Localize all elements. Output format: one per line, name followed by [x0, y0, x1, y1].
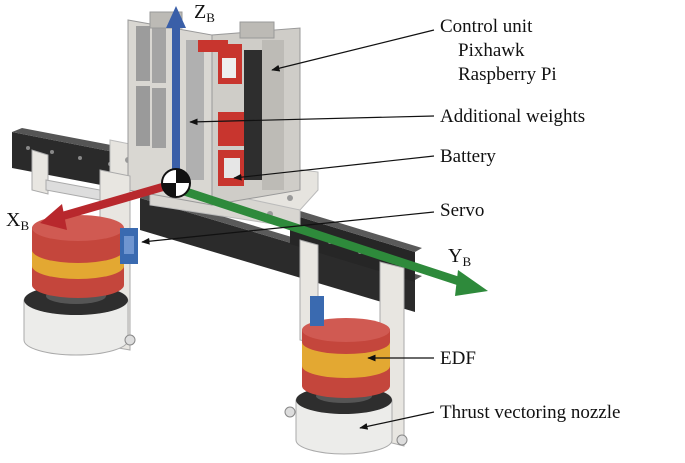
- z-axis-arrow: [166, 6, 186, 180]
- control-unit-stack: [127, 11, 301, 206]
- y-axis-label: YB: [448, 245, 471, 269]
- control-unit-label: Control unit: [440, 16, 533, 37]
- callout-lines: [141, 29, 435, 430]
- center-of-gravity-marker: [161, 168, 191, 198]
- front-frame-beam: [140, 194, 422, 312]
- x-axis-label: XB: [6, 209, 29, 233]
- right-edf-unit: [284, 296, 408, 455]
- additional-weights-label: Additional weights: [440, 106, 585, 127]
- nozzle-label: Thrust vectoring nozzle: [440, 402, 620, 423]
- pixhawk-label: Pixhawk: [458, 40, 525, 61]
- battery-label: Battery: [440, 146, 496, 167]
- servo-label: Servo: [440, 200, 484, 221]
- y-axis-arrow: [173, 184, 488, 296]
- raspberry-pi-label: Raspberry Pi: [458, 64, 557, 85]
- left-edf-unit: [23, 215, 138, 356]
- edf-label: EDF: [440, 348, 476, 369]
- x-axis-arrow: [40, 180, 174, 230]
- z-axis-label: ZB: [194, 1, 215, 25]
